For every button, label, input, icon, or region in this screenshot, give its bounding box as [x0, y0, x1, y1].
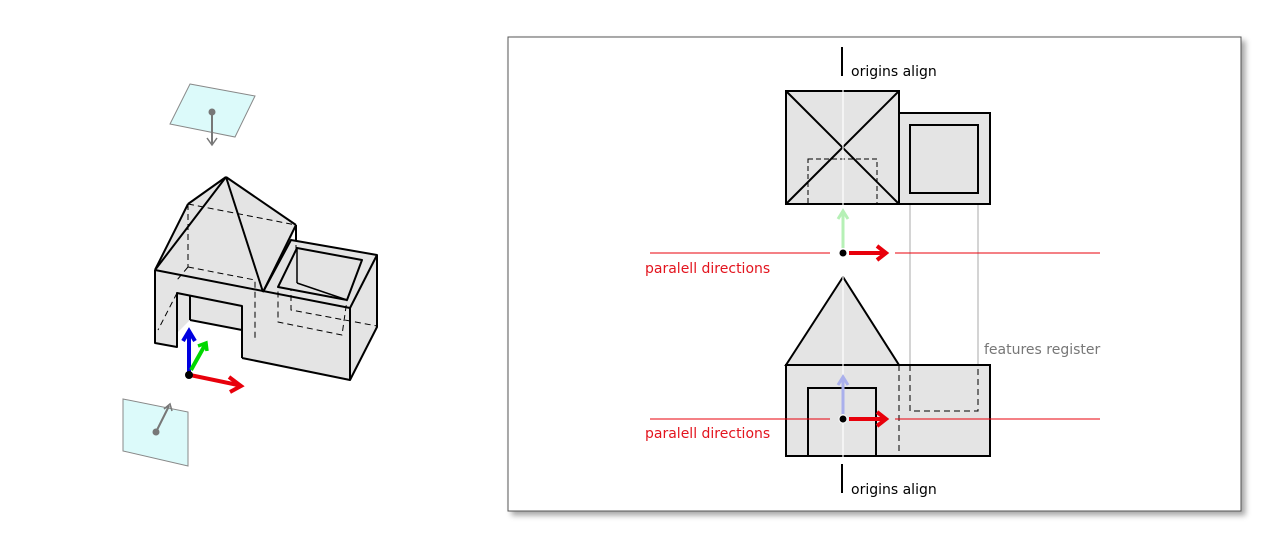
parallel-directions-label-top: paralell directions [645, 261, 770, 277]
coordinate-axes [181, 327, 245, 394]
origins-align-label-bottom: origins align [851, 482, 937, 498]
front-view-axes [836, 374, 890, 428]
isometric-view [122, 83, 378, 467]
features-register-label: features register [984, 342, 1101, 358]
origins-align-label-top: origins align [851, 64, 937, 80]
front-view [784, 275, 991, 457]
front-projection-plane [122, 398, 189, 467]
orthographic-panel: origins align origins align paralell dir… [507, 36, 1242, 512]
top-view-axes [836, 208, 890, 262]
house-solid [154, 176, 378, 381]
parallel-directions-label-bottom: paralell directions [645, 426, 770, 442]
top-projection-plane [169, 83, 256, 147]
